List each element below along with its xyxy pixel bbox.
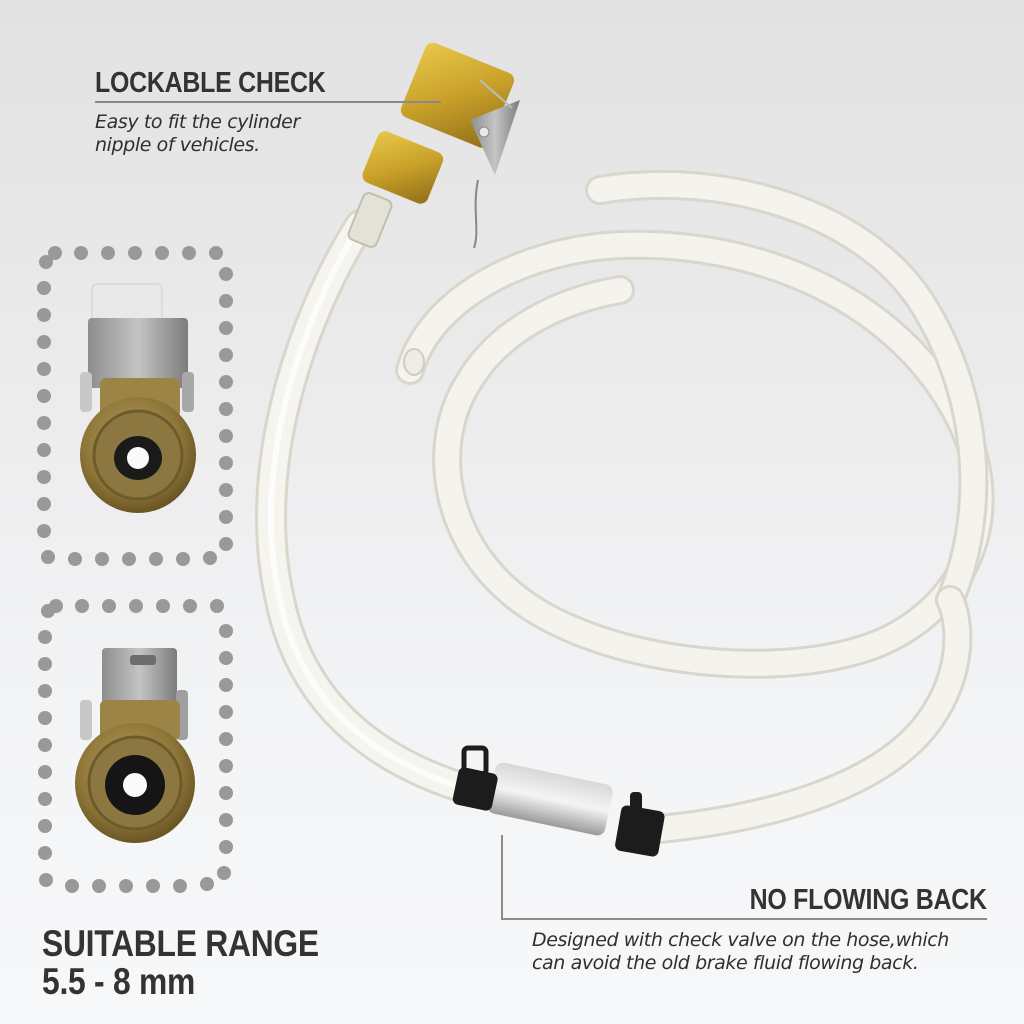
no-flowing-back-desc-line1: Designed with check valve on the hose,wh… [532, 929, 949, 951]
no-flowing-back-title: NO FLOWING BACK [749, 884, 987, 916]
no-flowing-back-desc-line2: can avoid the old brake fluid flowing ba… [532, 952, 919, 974]
suitable-range-title: SUITABLE RANGE [42, 923, 319, 964]
lockable-check-leader-line [95, 101, 441, 103]
chuck-detail-closed-icon [75, 648, 195, 843]
check-valve-icon [452, 745, 665, 857]
dotted-frame-bottom [38, 599, 233, 893]
no-flowing-back-leader-vertical [501, 835, 503, 919]
chuck-detail-open-icon [80, 283, 196, 513]
lockable-check-description: Easy to fit the cylinder nipple of vehic… [95, 111, 300, 157]
no-flowing-back-leader-line [501, 918, 987, 920]
dotted-frame-top [37, 246, 233, 566]
lockable-check-desc-line2: nipple of vehicles. [95, 134, 260, 156]
hose-icon [255, 170, 995, 845]
no-flowing-back-description: Designed with check valve on the hose,wh… [532, 929, 949, 975]
suitable-range-value: 5.5 - 8 mm [42, 961, 196, 1002]
lockable-check-title: LOCKABLE CHECK [95, 67, 326, 99]
brass-chuck-icon [347, 42, 520, 249]
lockable-check-desc-line1: Easy to fit the cylinder [95, 111, 300, 133]
